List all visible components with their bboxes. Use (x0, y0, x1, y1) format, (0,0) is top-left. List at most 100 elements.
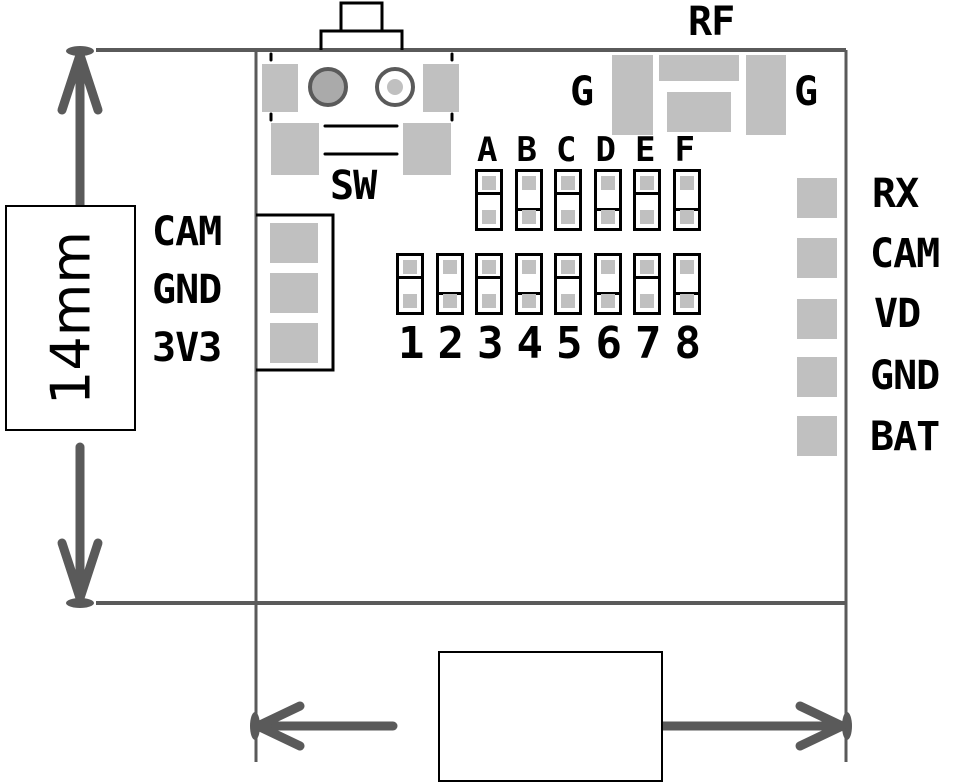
width-dimension-box (438, 651, 663, 782)
pad-gnd (797, 357, 837, 397)
pad-rx (797, 178, 837, 218)
dip-toggle (557, 276, 579, 279)
dip-switch-label: E (635, 130, 656, 170)
dip-pad (482, 176, 496, 190)
dip-pad (521, 210, 536, 224)
dip-switch-label: 2 (437, 318, 464, 369)
dip-pad (521, 260, 536, 274)
dip-pad (640, 176, 654, 190)
dip-switch-label: 8 (674, 318, 701, 369)
dip-switch[interactable] (672, 169, 701, 231)
mount-hole-left-icon (308, 67, 348, 107)
switch-pad (262, 64, 298, 112)
dip-pad (561, 294, 575, 308)
dip-pad (403, 294, 417, 308)
dip-switch[interactable] (554, 169, 582, 231)
connector-pin-label: GND (152, 267, 222, 313)
dip-pad (679, 260, 694, 274)
switch-pad (271, 123, 319, 175)
dip-pad (640, 294, 654, 308)
dip-switch[interactable] (514, 169, 543, 231)
dip-switch[interactable] (593, 169, 622, 231)
dip-switch[interactable] (514, 253, 543, 315)
height-arrow-icon (57, 50, 103, 603)
rf-ground-pad (612, 55, 653, 135)
dip-switch-label: 6 (595, 318, 622, 369)
dip-pad (482, 210, 496, 224)
dip-pad (679, 176, 694, 190)
rf-signal-pad (659, 55, 739, 81)
dip-pad (600, 210, 615, 224)
dip-pad (600, 260, 615, 274)
pad-cam (797, 238, 837, 278)
dip-switch-label: 3 (477, 318, 503, 369)
dip-toggle (675, 208, 698, 211)
switch-actuator-icon (319, 1, 404, 50)
dip-switch[interactable] (396, 253, 424, 315)
dip-switch[interactable] (593, 253, 622, 315)
dip-pad (640, 210, 654, 224)
switch-marks (269, 52, 454, 156)
dip-pad (521, 294, 536, 308)
dip-toggle (517, 208, 540, 211)
dip-switch-label: 1 (398, 318, 424, 369)
dip-pad (561, 210, 575, 224)
pad-label: GND (870, 353, 940, 399)
dip-pad (561, 176, 575, 190)
rf-ground-pad (746, 55, 786, 135)
pad-label: VD (874, 291, 921, 337)
switch-label: SW (330, 163, 377, 209)
dip-toggle (596, 292, 619, 295)
switch-pad (423, 64, 459, 112)
dip-switch[interactable] (435, 253, 464, 315)
dip-switch[interactable] (475, 253, 503, 315)
dip-toggle (399, 276, 421, 279)
dip-switch-label: 4 (516, 318, 543, 369)
dip-pad (600, 294, 615, 308)
dip-toggle (596, 208, 619, 211)
connector-pin-label: 3V3 (152, 325, 222, 371)
dip-toggle (478, 276, 500, 279)
dip-pad (403, 260, 417, 274)
dip-pad (600, 176, 615, 190)
connector-pad-3v3 (270, 323, 318, 363)
connector-pin-label: CAM (152, 209, 222, 255)
rf-signal-pad (667, 92, 731, 132)
height-dimension-label: 14mm (39, 231, 102, 405)
dip-switch[interactable] (633, 253, 661, 315)
connector-outline (256, 213, 335, 372)
dip-toggle (636, 276, 658, 279)
ground-label-left: G (570, 69, 594, 115)
dip-pad (640, 260, 654, 274)
pad-vd (797, 299, 837, 339)
dip-pad (561, 260, 575, 274)
dip-toggle (557, 192, 579, 195)
pad-bat (797, 416, 837, 456)
dip-pad (442, 294, 457, 308)
dip-switch-label: 5 (556, 318, 582, 369)
dip-toggle (675, 292, 698, 295)
height-dimension-box: 14mm (5, 205, 136, 431)
pad-label: RX (872, 171, 919, 217)
ground-label-right: G (794, 69, 818, 115)
pad-label: BAT (870, 414, 940, 460)
dip-switch[interactable] (554, 253, 582, 315)
connector-pad-cam (270, 223, 318, 263)
dip-switch-label: D (595, 130, 617, 170)
dip-switch-label: F (674, 130, 696, 170)
dip-pad (482, 260, 496, 274)
dip-pad (521, 176, 536, 190)
dip-pad (482, 294, 496, 308)
dip-pad (679, 210, 694, 224)
dip-pad (442, 260, 457, 274)
pad-label: CAM (870, 231, 940, 277)
switch-pad (403, 123, 451, 175)
dip-switch[interactable] (633, 169, 661, 231)
dip-switch-label: A (477, 130, 498, 170)
dip-switch[interactable] (672, 253, 701, 315)
dip-toggle (517, 292, 540, 295)
dip-switch[interactable] (475, 169, 503, 231)
dip-toggle (438, 292, 461, 295)
dip-switch-label: 7 (635, 318, 661, 369)
